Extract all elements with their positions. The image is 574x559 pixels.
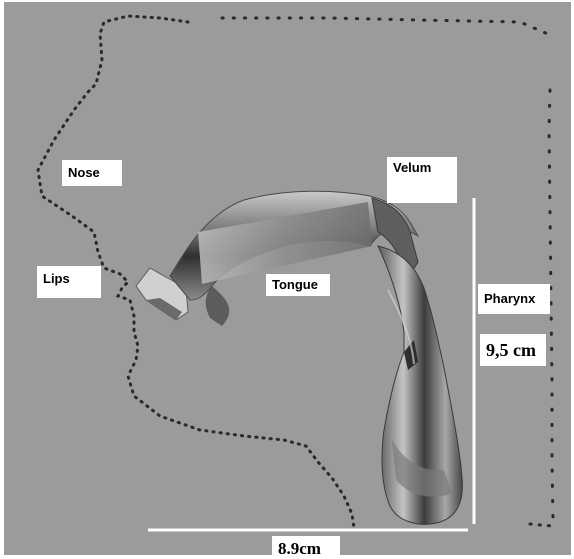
tract-width-value: 8.9cm — [272, 536, 340, 558]
nose-label: Nose — [62, 160, 122, 186]
pharynx-label: Pharynx — [478, 284, 550, 314]
lips-label: Lips — [37, 266, 101, 298]
vocal-tract-surface — [136, 191, 462, 524]
face-profile-outline — [38, 16, 553, 528]
pharynx-height-value: 9,5 cm — [480, 334, 546, 366]
velum-label: Velum — [387, 157, 457, 203]
tongue-label: Tongue — [266, 274, 330, 296]
